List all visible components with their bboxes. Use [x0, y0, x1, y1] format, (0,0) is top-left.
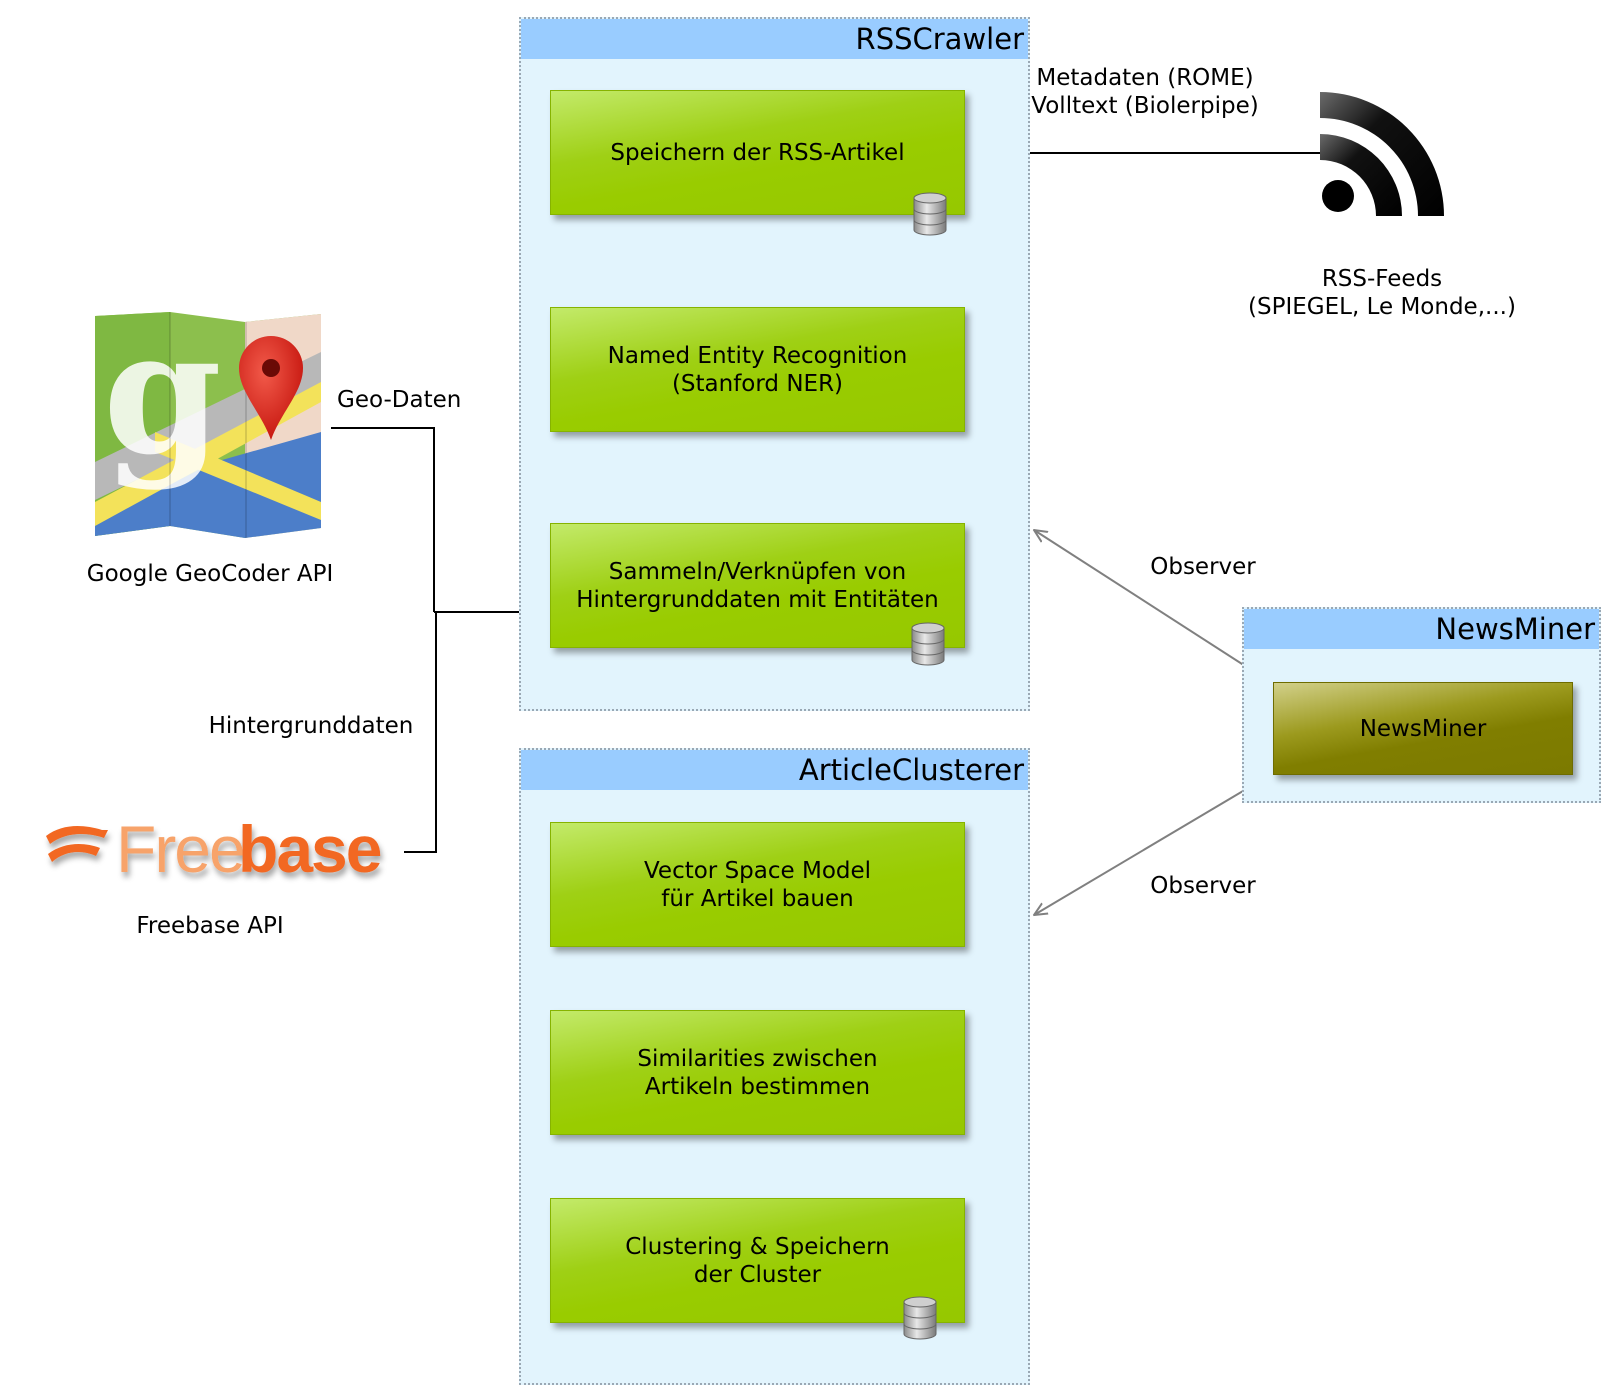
google-maps-icon: g	[95, 312, 321, 538]
step-collect[interactable]: Sammeln/Verknüpfen von Hintergrunddaten …	[550, 523, 965, 648]
database-icon	[903, 1296, 937, 1340]
group-title: ArticleClusterer	[798, 753, 1024, 787]
background-data-label: Hintergrunddaten	[208, 713, 414, 739]
step-clustering[interactable]: Clustering & Speichern der Cluster	[550, 1198, 965, 1323]
step-similarities[interactable]: Similarities zwischen Artikeln bestimmen	[550, 1010, 965, 1135]
google-api-label: Google GeoCoder API	[86, 561, 334, 587]
freebase-api-label: Freebase API	[136, 913, 284, 939]
geo-data-label: Geo-Daten	[337, 387, 462, 413]
database-icon	[911, 622, 945, 666]
step-news-miner[interactable]: NewsMiner	[1273, 682, 1573, 775]
group-header: NewsMiner	[1244, 609, 1599, 649]
rss-feed-icon	[1320, 92, 1444, 216]
group-header: RSSCrawler	[521, 19, 1028, 59]
line-freebase	[404, 612, 437, 853]
observer-label-bottom: Observer	[1150, 873, 1256, 899]
rss-feeds-label: RSS-Feeds (SPIEGEL, Le Monde,...)	[1248, 266, 1516, 320]
step-vector-space-model[interactable]: Vector Space Model für Artikel bauen	[550, 822, 965, 947]
observer-label-top: Observer	[1150, 554, 1256, 580]
freebase-logo: Free base	[46, 814, 383, 886]
observer-arrow-top	[1034, 530, 1271, 683]
step-ner[interactable]: Named Entity Recognition (Stanford NER)	[550, 307, 965, 432]
metadata-label: Metadaten (ROME) Volltext (Biolerpipe)	[1031, 65, 1259, 119]
svg-text:Free: Free	[116, 814, 244, 886]
group-title: NewsMiner	[1435, 612, 1595, 646]
svg-text:base: base	[238, 814, 381, 886]
database-icon	[913, 192, 947, 236]
line-geo-data	[331, 427, 435, 612]
svg-text:g: g	[103, 312, 222, 493]
group-title: RSSCrawler	[855, 22, 1024, 56]
group-header: ArticleClusterer	[521, 750, 1028, 790]
step-store-rss[interactable]: Speichern der RSS-Artikel	[550, 90, 965, 215]
observer-arrow-bottom	[1034, 774, 1271, 915]
